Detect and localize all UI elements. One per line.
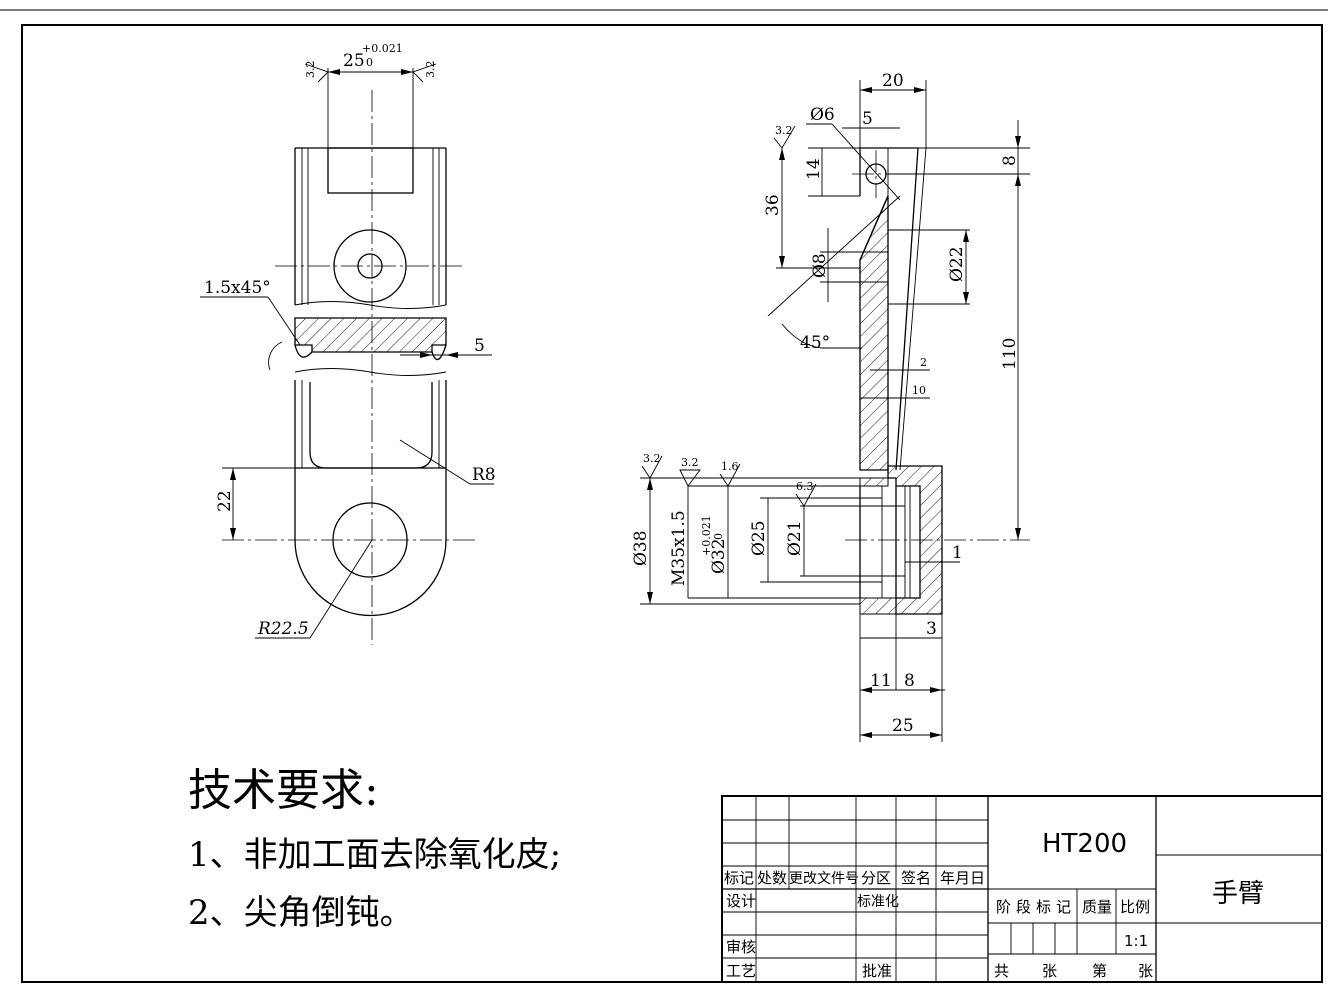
sheet-number-unit: 张: [1138, 962, 1153, 980]
roughness-symbol-32: [719, 463, 741, 487]
header-zone: 分区: [861, 869, 891, 887]
drawing-frame: [21, 24, 1323, 983]
groove-depth-dim: 5: [474, 336, 485, 356]
role-review: 审核: [726, 938, 756, 956]
fork-slot: [327, 147, 414, 194]
technical-requirements: 技术要求: 1、非加工面去除氧化皮; 2、尖角倒钝。: [188, 765, 561, 933]
dia-32-dim: Ø32: [709, 538, 729, 574]
dim-11: 11: [870, 671, 892, 691]
svg-text:3.2: 3.2: [424, 61, 437, 79]
roughness-symbol-slot-left: [304, 63, 329, 83]
tech-req-item-2: 2、尖角倒钝。: [188, 893, 414, 933]
slot-tol-lower: 0: [366, 56, 373, 69]
boss-thread-bottom: [859, 597, 897, 615]
scale-value: 1:1: [1124, 932, 1148, 950]
dia-25-dim: Ø25: [749, 520, 769, 556]
fillet-radius-dim: R8: [472, 465, 496, 485]
dim-3: 3: [926, 619, 937, 639]
dia-8-dim: Ø8: [810, 253, 830, 278]
dim-1: 1: [952, 543, 963, 563]
roughness-symbol-slot-right: [412, 63, 437, 83]
dim-5: 5: [862, 109, 873, 129]
dim-25: 25: [892, 716, 914, 736]
stage-label-2: 段: [1016, 898, 1031, 916]
dim-36: 36: [763, 194, 783, 216]
header-mark: 标记: [724, 869, 754, 887]
dim-10: 10: [912, 384, 926, 397]
sheet-total-unit: 张: [1042, 962, 1057, 980]
dim-2: 2: [920, 356, 927, 369]
role-design: 设计: [726, 892, 756, 910]
neck-section-hatch: [294, 317, 447, 353]
sheet-total-label: 共: [994, 962, 1009, 980]
angle-dim: 45°: [800, 333, 830, 353]
role-process: 工艺: [726, 962, 756, 980]
mass-label: 质量: [1082, 898, 1112, 916]
title-block: HT200 手臂 标记 处数 更改文件号 分区 签名 年月日 设计 标准化 审核…: [721, 795, 1323, 983]
svg-text:3.2: 3.2: [643, 452, 661, 465]
chamfer-dim: 1.5x45°: [204, 278, 271, 298]
svg-text:0: 0: [712, 533, 725, 540]
part-name: 手臂: [1212, 879, 1264, 909]
stage-label-4: 记: [1056, 898, 1071, 916]
lower-round-end: [294, 539, 447, 617]
thread-dim: M35x1.5: [669, 510, 689, 586]
sheet-number-label: 第: [1092, 962, 1107, 980]
height-22-dim: 22: [215, 490, 235, 512]
arm-section-hatch: [859, 195, 889, 471]
roughness-symbol-38: [641, 455, 663, 479]
svg-text:3.2: 3.2: [304, 61, 317, 79]
header-count: 处数: [757, 869, 787, 887]
boss-section-upper: [887, 465, 943, 615]
roughness-symbol-21: [795, 483, 817, 507]
header-date: 年月日: [940, 869, 985, 887]
role-approve: 批准: [862, 962, 892, 980]
header-change-doc: 更改文件号: [789, 871, 859, 887]
dia-22-dim: Ø22: [947, 246, 967, 282]
left-view: 25 +0.021 0 3.2 3.2 1.5x45° 5 R8 22 R22.…: [200, 42, 496, 645]
dia-21-dim: Ø21: [785, 520, 805, 556]
stage-label-1: 阶: [996, 898, 1011, 916]
dim-14: 14: [804, 158, 824, 180]
tech-req-item-1: 1、非加工面去除氧化皮;: [188, 835, 561, 875]
tech-req-title: 技术要求:: [188, 765, 379, 816]
header-signature: 签名: [901, 869, 931, 887]
radius-dim: R22.5: [257, 619, 309, 639]
dim-8-bottom: 8: [904, 671, 915, 691]
dia-38-dim: Ø38: [631, 530, 651, 566]
stage-label-3: 标: [1036, 898, 1051, 916]
svg-text:+0.021: +0.021: [700, 515, 713, 556]
roughness-symbol-top: [773, 125, 796, 149]
svg-text:3.2: 3.2: [681, 456, 699, 469]
dim-8-top: 8: [1000, 155, 1020, 166]
roughness-symbol-thread: [679, 469, 701, 487]
svg-text:6.3: 6.3: [796, 480, 814, 493]
role-standardize: 标准化: [857, 894, 899, 910]
svg-text:3.2: 3.2: [775, 124, 793, 137]
scale-label: 比例: [1120, 898, 1150, 916]
slot-width-dim: 25: [343, 51, 365, 71]
right-view: 20 5 Ø6 8 110 14 36 3.2 Ø8 Ø22: [631, 71, 1030, 742]
svg-text:1.6: 1.6: [721, 460, 739, 473]
dim-110: 110: [1000, 338, 1020, 370]
hole-dia-dim: Ø6: [810, 105, 835, 125]
boss-thread-top: [859, 477, 889, 487]
dim-20: 20: [882, 71, 904, 91]
material: HT200: [1042, 829, 1127, 859]
slot-tol-upper: +0.021: [362, 42, 403, 55]
